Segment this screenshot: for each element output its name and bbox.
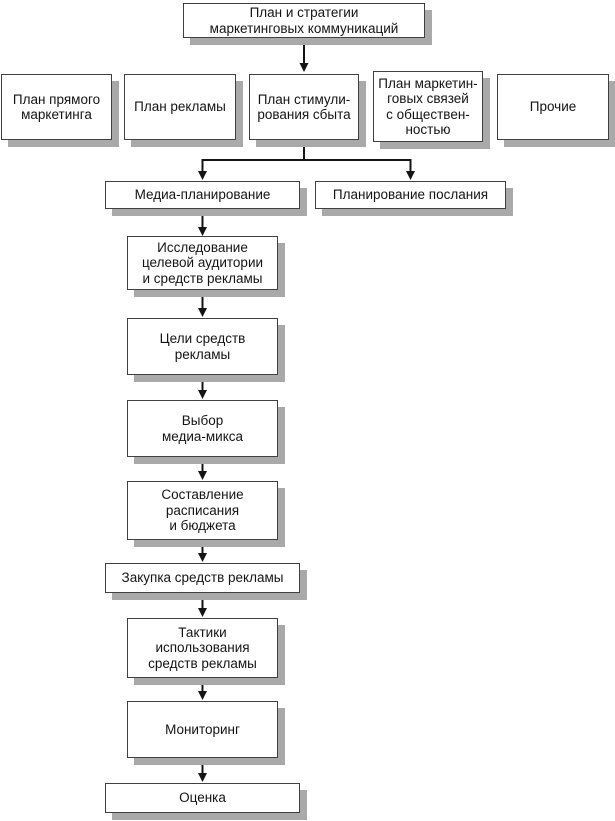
arrow-to-media-buying (198, 540, 207, 562)
node-other-plans: Прочие (497, 74, 609, 140)
arrow-to-evaluation (198, 758, 207, 782)
node-label: Оценка (179, 790, 226, 806)
arrow-to-media-mix (198, 375, 207, 399)
node-label: Тактики использования средств рекламы (148, 624, 257, 671)
node-label: Планирование послания (332, 187, 489, 203)
node-sales-promotion-plan: План стимули- рования сбыта (249, 74, 359, 140)
node-evaluation: Оценка (105, 783, 300, 813)
node-media-planning: Медиа-планирование (105, 181, 300, 209)
node-monitoring: Мониторинг (127, 701, 278, 758)
node-media-tactics: Тактики использования средств рекламы (127, 618, 278, 678)
arrow-to-media-goals (198, 290, 207, 317)
node-advertising-plan: План рекламы (124, 74, 236, 140)
node-label: Медиа-планирование (134, 187, 271, 203)
node-label: Закупка средств рекламы (121, 570, 284, 586)
arrow-to-audience-research (198, 209, 207, 236)
node-audience-research: Исследование целевой аудитории и средств… (127, 236, 278, 290)
node-label: План прямого маркетинга (12, 91, 101, 123)
arrow-to-monitoring (198, 678, 207, 700)
node-label: Цели средств рекламы (159, 331, 246, 362)
arrow-to-media-planning (198, 159, 207, 180)
node-label: Составление расписания и бюджета (161, 487, 244, 534)
arrow-root-to-sales-promotion (299, 38, 309, 72)
arrow-to-media-tactics (198, 593, 207, 617)
node-label: План стимули- рования сбыта (257, 91, 351, 123)
node-label: План рекламы (134, 99, 226, 115)
node-media-buying: Закупка средств рекламы (105, 563, 300, 593)
node-media-mix-choice: Выбор медиа-микса (127, 400, 278, 457)
node-label: План и стратегии маркетинговых коммуника… (209, 5, 399, 36)
node-message-planning: Планирование послания (315, 181, 506, 209)
arrow-to-schedule-budget (198, 457, 207, 480)
node-direct-marketing-plan: План прямого маркетинга (1, 74, 112, 140)
node-label: Исследование целевой аудитории и средств… (141, 239, 264, 286)
node-marcom-plan-strategies: План и стратегии маркетинговых коммуника… (183, 3, 425, 38)
node-label: Выбор медиа-микса (161, 413, 244, 444)
arrow-to-message-planning (406, 159, 415, 180)
node-label: План маркетин- говых связей с обществен-… (378, 75, 478, 138)
node-public-relations-plan: План маркетин- говых связей с обществен-… (373, 71, 483, 142)
node-label: Прочие (529, 99, 577, 115)
node-schedule-budget: Составление расписания и бюджета (127, 481, 278, 540)
node-media-goals: Цели средств рекламы (127, 318, 278, 375)
connector-split-bar (202, 140, 411, 161)
node-label: Мониторинг (165, 721, 240, 737)
